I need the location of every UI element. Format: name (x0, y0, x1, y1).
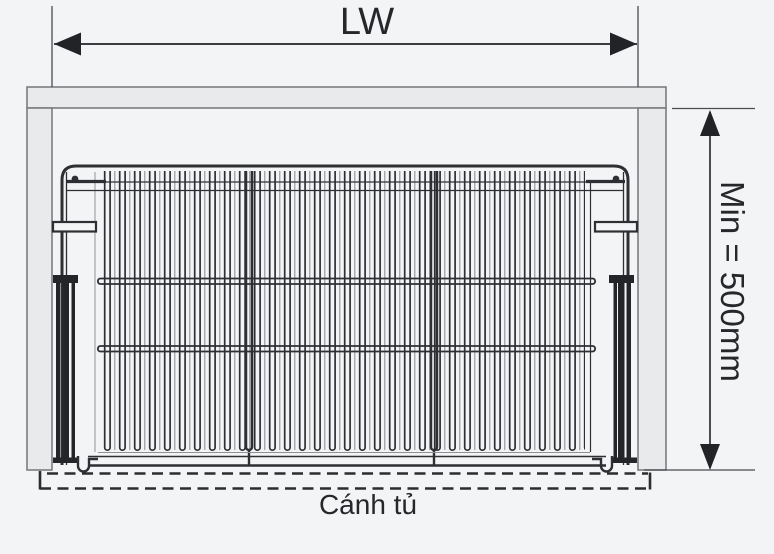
min-depth-dimension (644, 107, 755, 471)
cabinet-right-side-panel (637, 107, 667, 471)
arrow-down-icon (700, 444, 720, 470)
slide-rails (53, 275, 634, 458)
roller-left (53, 456, 98, 473)
basket-mid-rails (96, 277, 597, 353)
cabinet-left-side-panel (26, 107, 53, 471)
basket-frame (60, 164, 630, 465)
basket-bottom (88, 451, 606, 467)
wire-basket (51, 164, 639, 473)
lw-dimension (51, 6, 639, 87)
door-label: Cánh tủ (318, 489, 418, 520)
wire-grid (103, 171, 585, 452)
width-dimension-label: LW (339, 1, 395, 43)
pivot-dot-right (612, 175, 620, 183)
arrow-up-icon (700, 110, 720, 136)
door-dashed-outline (38, 471, 652, 490)
arrow-right-icon (610, 32, 637, 56)
roller-right (592, 456, 637, 473)
mounting-brackets (51, 220, 639, 233)
basket-support-posts (244, 171, 439, 465)
pivot-dot-left (71, 175, 79, 183)
basket-top-rails (66, 175, 625, 192)
depth-dimension-label: Min = 500mm (714, 181, 751, 382)
arrow-left-icon (54, 32, 81, 56)
cabinet-top-panel (26, 86, 667, 109)
